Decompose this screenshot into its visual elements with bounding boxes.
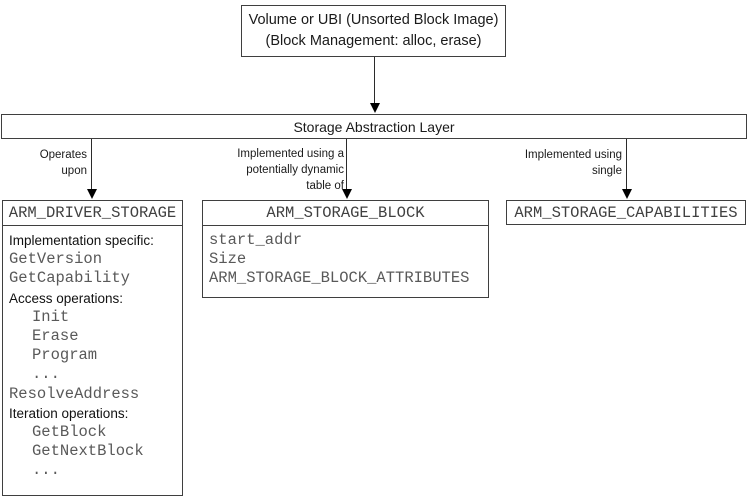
arrowhead-sal-to-block: [342, 189, 352, 199]
arrowhead-top-to-sal: [370, 103, 380, 113]
sal-label: Storage Abstraction Layer: [293, 118, 455, 135]
driver-line: Access operations:: [9, 290, 124, 306]
arm-storage-block-title: ARM_STORAGE_BLOCK: [203, 201, 488, 226]
volume-ubi-node: Volume or UBI (Unsorted Block Image) (Bl…: [241, 5, 506, 57]
edge-label-line: potentially dynamic: [246, 164, 344, 176]
edge-label-line: upon: [61, 165, 87, 177]
arm-storage-block-body: start_addr Size ARM_STORAGE_BLOCK_ATTRIB…: [203, 226, 488, 289]
arm-driver-storage-node: ARM_DRIVER_STORAGE Implementation specif…: [2, 200, 183, 496]
arm-driver-storage-title: ARM_DRIVER_STORAGE: [3, 201, 182, 226]
driver-line: Erase: [32, 326, 79, 345]
block-field: ARM_STORAGE_BLOCK_ATTRIBUTES: [209, 269, 470, 288]
edge-label-operates-upon: Operates upon: [10, 147, 87, 179]
arm-storage-capabilities-title: ARM_STORAGE_CAPABILITIES: [514, 203, 738, 222]
driver-line: GetVersion: [9, 250, 103, 269]
arm-driver-storage-body: Implementation specific: GetVersion GetC…: [3, 226, 182, 480]
arrow-line-sal-to-capabilities: [626, 139, 627, 190]
volume-ubi-title: Volume or UBI (Unsorted Block Image): [248, 12, 499, 28]
edge-label-line: table of: [306, 180, 344, 192]
edge-label-line: Implemented using a: [237, 148, 344, 160]
volume-ubi-subtitle: (Block Management: alloc, erase): [265, 33, 482, 49]
block-field: start_addr: [209, 231, 303, 249]
arm-storage-capabilities-node: ARM_STORAGE_CAPABILITIES: [506, 200, 746, 225]
block-field: Size: [209, 250, 247, 269]
arm-storage-block-node: ARM_STORAGE_BLOCK start_addr Size ARM_ST…: [202, 200, 489, 298]
edge-label-dynamic-table: Implemented using a potentially dynamic …: [220, 146, 344, 194]
edge-label-using-single: Implemented using single: [500, 147, 622, 179]
arrow-line-sal-to-block: [346, 139, 347, 190]
arrow-line-sal-to-driver: [91, 139, 92, 190]
driver-line: Program: [32, 346, 98, 365]
edge-label-line: single: [591, 165, 622, 177]
driver-line: ...: [32, 365, 60, 384]
edge-label-line: Implemented using: [524, 149, 622, 161]
driver-line: GetCapability: [9, 269, 130, 288]
storage-abstraction-layer-node: Storage Abstraction Layer: [1, 114, 747, 139]
driver-line: GetBlock: [32, 422, 107, 441]
arrow-line-top-to-sal: [374, 57, 375, 103]
driver-line: GetNextBlock: [32, 442, 144, 461]
driver-line: ...: [32, 461, 60, 480]
driver-line: Init: [32, 307, 70, 326]
driver-line: Iteration operations:: [9, 405, 129, 421]
driver-line: ResolveAddress: [9, 384, 140, 403]
arrowhead-sal-to-capabilities: [622, 189, 632, 199]
driver-line: Implementation specific:: [9, 233, 154, 248]
arrowhead-sal-to-driver: [87, 189, 97, 199]
edge-label-line: Operates: [39, 149, 87, 161]
